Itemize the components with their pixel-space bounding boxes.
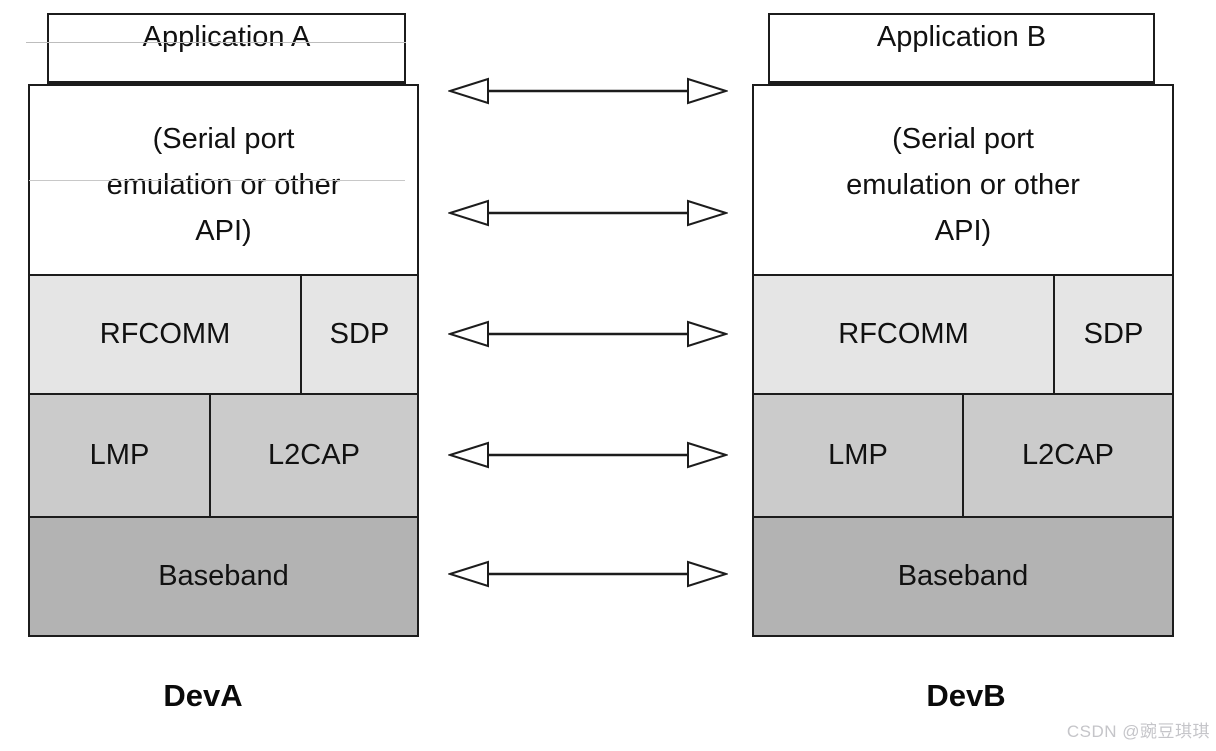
l2cap-a-box: L2CAP [209, 393, 419, 518]
artifact-line [29, 180, 405, 181]
l2cap-b-box: L2CAP [962, 393, 1174, 518]
serial-api-b-box: (Serial port emulation or other API) [752, 84, 1174, 276]
serial-api-a-line3: API) [195, 215, 252, 247]
serial-api-b-line3: API) [934, 215, 992, 247]
sdp-b-box: SDP [1053, 274, 1174, 395]
lmp-b-label: LMP [828, 439, 888, 471]
lmp-a-label: LMP [89, 439, 150, 471]
artifact-line [26, 42, 406, 43]
application-b-label: Application B [876, 21, 1047, 53]
bidirectional-arrow [446, 559, 730, 589]
sdp-b-label: SDP [1083, 318, 1144, 350]
bidirectional-arrow [446, 319, 730, 349]
bidirectional-arrow [446, 76, 730, 106]
l2cap-a-label: L2CAP [268, 439, 360, 471]
application-a-label: Application A [142, 21, 311, 53]
rfcomm-a-label: RFCOMM [99, 318, 231, 350]
baseband-b-label: Baseband [897, 560, 1029, 592]
application-a-box: Application A [47, 13, 406, 84]
serial-api-b-line2: emulation or other [846, 169, 1080, 201]
serial-api-b-line1: (Serial port [892, 123, 1034, 155]
device-a-label: DevA [163, 678, 243, 713]
baseband-a-box: Baseband [28, 516, 419, 637]
serial-api-a-line2: emulation or other [106, 169, 341, 201]
baseband-b-box: Baseband [752, 516, 1174, 637]
device-b-label: DevB [926, 678, 1006, 713]
serial-api-a-line1: (Serial port [152, 123, 295, 155]
rfcomm-b-box: RFCOMM [752, 274, 1055, 395]
sdp-a-box: SDP [300, 274, 419, 395]
l2cap-b-label: L2CAP [1022, 439, 1114, 471]
rfcomm-b-label: RFCOMM [838, 318, 969, 350]
csdn-watermark: CSDN @豌豆琪琪 [1066, 722, 1210, 741]
sdp-a-label: SDP [329, 318, 390, 350]
bidirectional-arrow [446, 198, 730, 228]
lmp-a-box: LMP [28, 393, 211, 518]
application-b-box: Application B [768, 13, 1155, 84]
bidirectional-arrow [446, 440, 730, 470]
rfcomm-a-box: RFCOMM [28, 274, 302, 395]
lmp-b-box: LMP [752, 393, 964, 518]
baseband-a-label: Baseband [158, 560, 289, 592]
